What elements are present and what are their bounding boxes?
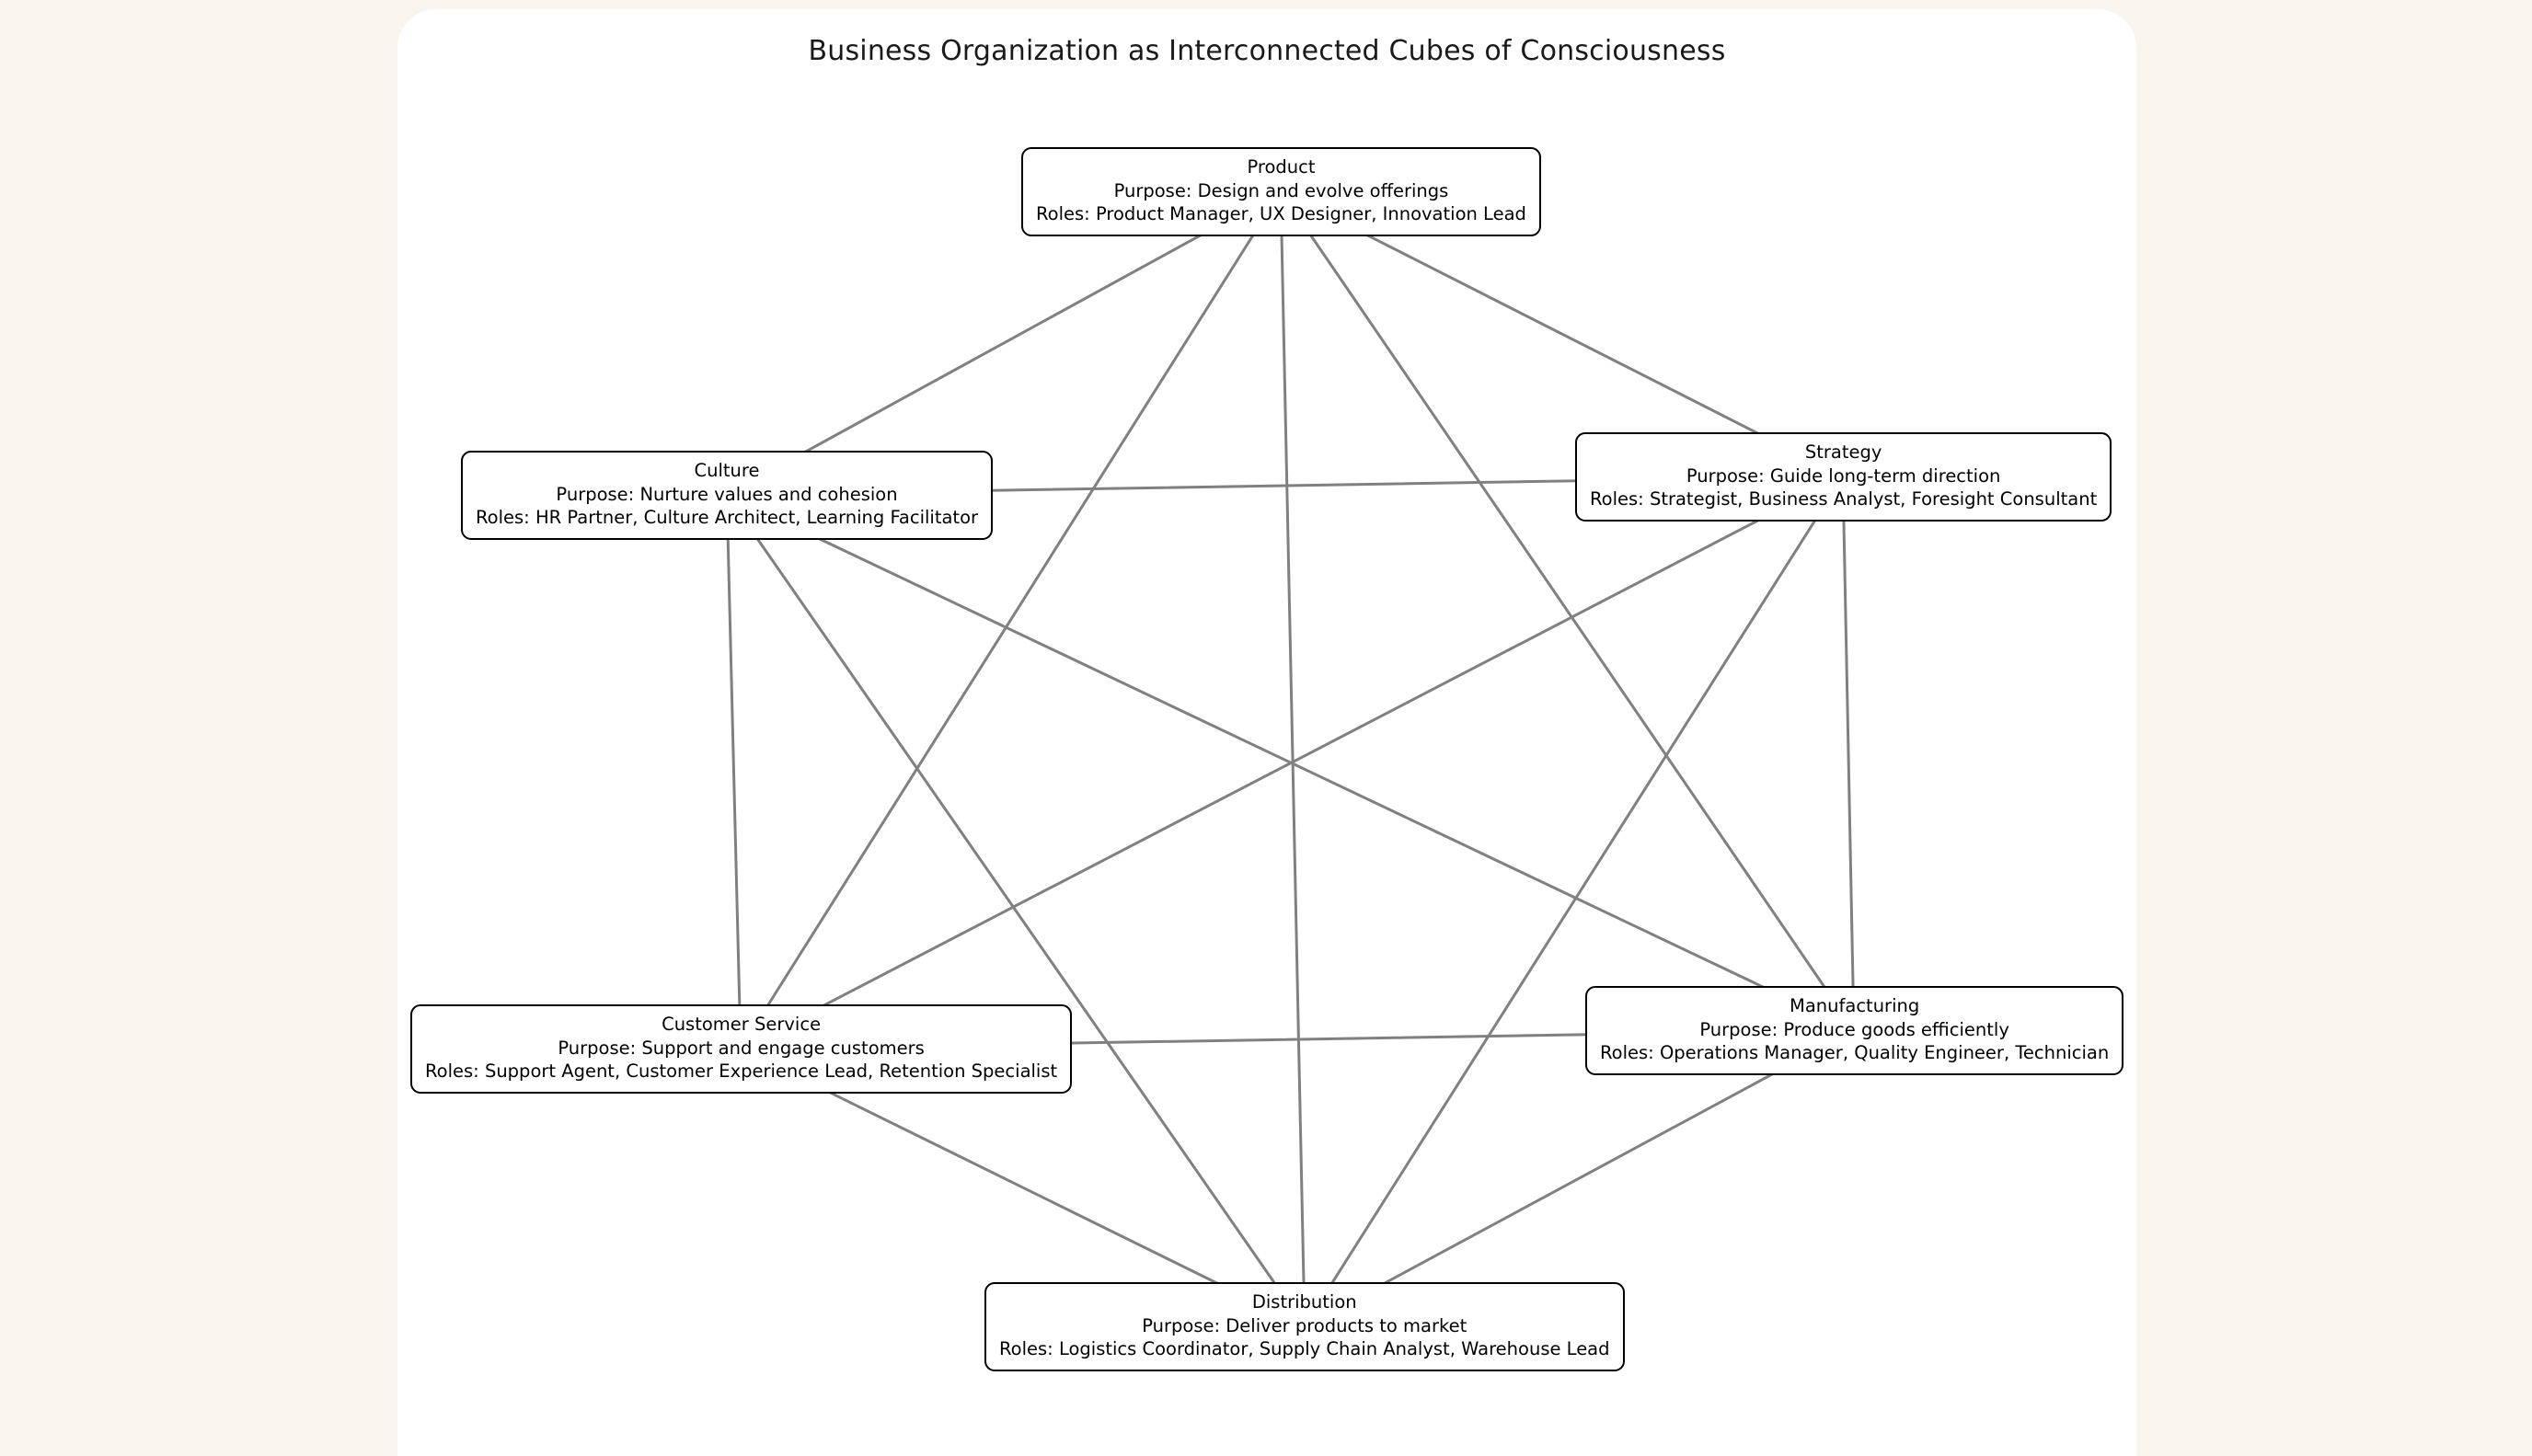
- graph-edge: [725, 493, 742, 1050]
- node-purpose-product: Purpose: Design and evolve offerings: [1113, 179, 1449, 201]
- graph-edge: [1279, 189, 1856, 1032]
- graph-edge: [725, 493, 1856, 1032]
- node-purpose-culture: Purpose: Nurture values and cohesion: [556, 483, 898, 505]
- node-title-customer-service: Customer Service: [662, 1014, 822, 1035]
- node-title-distribution: Distribution: [1251, 1291, 1357, 1313]
- node-roles-distribution: Roles: Logistics Coordinator, Supply Cha…: [999, 1338, 1610, 1360]
- node-purpose-distribution: Purpose: Deliver products to market: [1142, 1314, 1467, 1336]
- figure-card: Business Organization as Interconnected …: [397, 9, 2136, 1456]
- graph-edge: [739, 1047, 1306, 1328]
- node-purpose-strategy: Purpose: Guide long-term direction: [1686, 464, 2001, 487]
- node-roles-culture: Roles: HR Partner, Culture Architect, Le…: [476, 507, 979, 529]
- graph-edge: [725, 189, 1283, 497]
- graph-edge: [1841, 475, 1856, 1032]
- graph-edge: [1279, 189, 1306, 1328]
- node-purpose-manufacturing: Purpose: Produce goods efficiently: [1699, 1018, 2009, 1040]
- graph-edge: [1279, 189, 1845, 478]
- node-layer: [685, 150, 1895, 1368]
- page-title: Business Organization as Interconnected …: [808, 35, 1726, 67]
- node-roles-customer-service: Roles: Support Agent, Customer Experienc…: [425, 1060, 1058, 1083]
- graph-edge: [725, 493, 1306, 1328]
- node-title-culture: Culture: [694, 460, 760, 481]
- graph-edge: [1303, 1028, 1856, 1328]
- graph-edge: [739, 189, 1283, 1050]
- edge-layer: [725, 189, 1856, 1328]
- node-roles-product: Roles: Product Manager, UX Designer, Inn…: [1036, 203, 1526, 225]
- node-roles-manufacturing: Roles: Operations Manager, Quality Engin…: [1600, 1042, 2110, 1064]
- node-title-product: Product: [1247, 156, 1316, 178]
- node-purpose-customer-service: Purpose: Support and engage customers: [558, 1037, 925, 1059]
- node-title-strategy: Strategy: [1804, 441, 1882, 463]
- node-title-manufacturing: Manufacturing: [1790, 995, 1920, 1016]
- graph-edge: [1303, 475, 1845, 1328]
- node-roles-strategy: Roles: Strategist, Business Analyst, For…: [1590, 488, 2098, 510]
